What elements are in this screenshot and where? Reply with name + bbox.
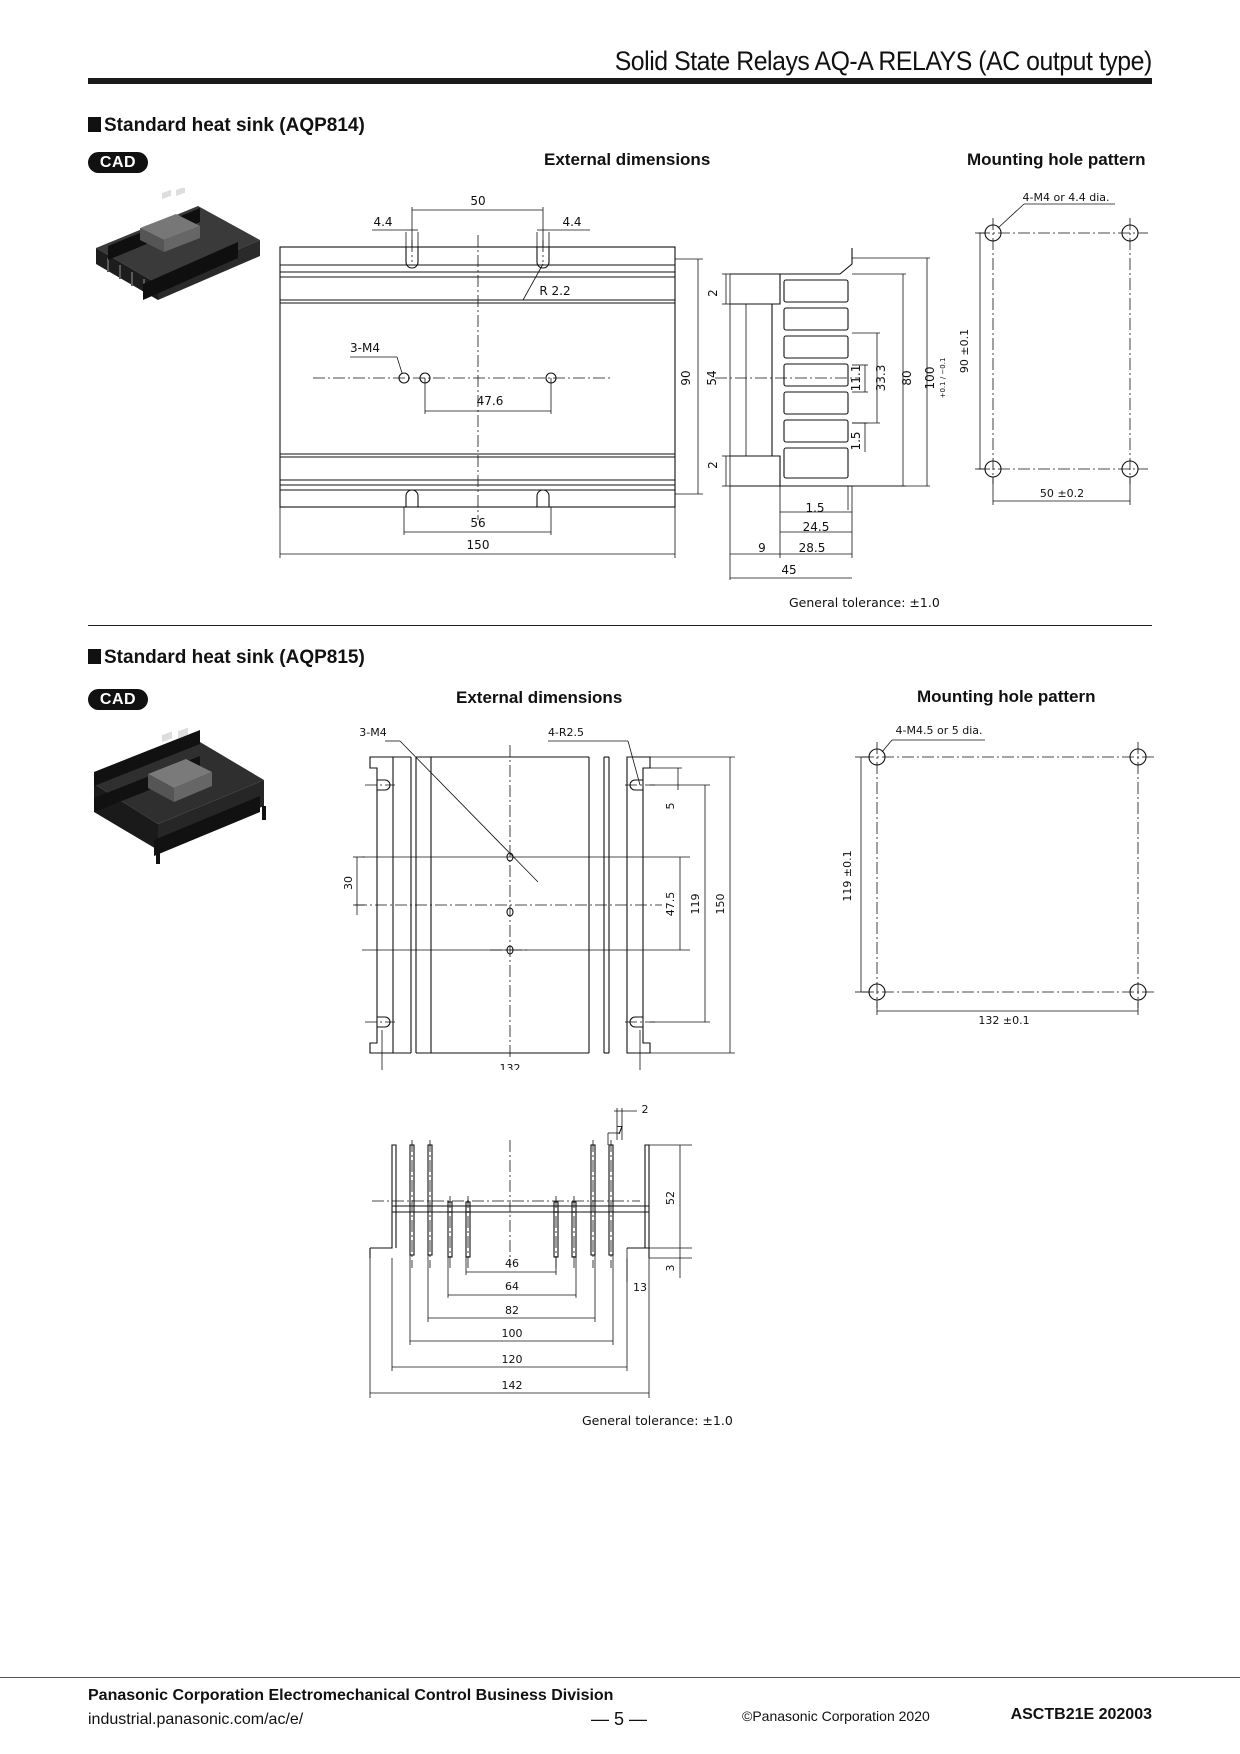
dim-90: 90	[679, 370, 693, 385]
footer-rule	[0, 1677, 1240, 1678]
dim-1-5: 1.5	[805, 501, 824, 515]
dim-30: 30	[342, 876, 355, 890]
dim-82: 82	[505, 1304, 519, 1317]
general-tolerance-aqp814: General tolerance: ±1.0	[789, 595, 940, 610]
dim-4-r2-5: 4-R2.5	[548, 726, 584, 739]
cad-badge-aqp815[interactable]: CAD	[88, 689, 148, 710]
dim-150: 150	[467, 538, 490, 552]
dim-100-aqp815: 100	[502, 1327, 523, 1340]
mounting-height-aqp815: 119 ±0.1	[841, 850, 854, 901]
page-number: — 5 —	[591, 1709, 648, 1729]
dim-54: 54	[705, 370, 719, 385]
mounting-hole-title-aqp815: Mounting hole pattern	[917, 687, 1096, 706]
dim-33-3: 33.3	[874, 365, 888, 392]
section-title-aqp815: Standard heat sink (AQP815)	[88, 647, 365, 669]
dim-2-bottom: 2	[706, 461, 720, 469]
footer-company: Panasonic Corporation Electromechanical …	[88, 1687, 614, 1704]
header-rule	[88, 78, 1152, 84]
mounting-holes-label-aqp814: 4-M4 or 4.4 dia.	[1023, 191, 1110, 204]
dim-7: 7	[617, 1124, 624, 1137]
footer-url[interactable]: industrial.panasonic.com/ac/e/	[88, 1711, 304, 1728]
section-title-text: Standard heat sink (AQP814)	[104, 115, 365, 136]
external-dimensions-title-aqp814: External dimensions	[544, 150, 711, 169]
dim-119: 119	[689, 894, 702, 915]
page-header-title: Solid State Relays AQ-A RELAYS (AC outpu…	[614, 46, 1153, 76]
dim-56: 56	[470, 516, 485, 530]
dim-3-m4-aqp815: 3-M4	[359, 726, 386, 739]
dim-52: 52	[664, 1191, 677, 1205]
dim-3: 3	[664, 1265, 677, 1272]
dim-50: 50	[470, 194, 485, 208]
footer-doc-code: ASCTB21E 202003	[1010, 1706, 1152, 1723]
dim-4-4-left: 4.4	[373, 215, 392, 229]
mounting-hole-drawing-aqp814: 4-M4 or 4.4 dia. 90 ±0.1 50 ±0.2	[958, 191, 1148, 505]
dim-2-top: 2	[706, 289, 720, 297]
dim-24-5: 24.5	[803, 520, 830, 534]
dim-132: 132	[500, 1062, 521, 1070]
dim-13: 13	[633, 1281, 647, 1294]
dim-150-aqp815: 150	[714, 894, 727, 915]
mounting-width-aqp814: 50 ±0.2	[1040, 487, 1084, 500]
external-dimensions-title-aqp815: External dimensions	[456, 688, 623, 707]
dim-80: 80	[900, 370, 914, 385]
section-title-aqp814: Standard heat sink (AQP814)	[88, 115, 365, 137]
section-bullet-icon	[88, 117, 101, 132]
dim-46: 46	[505, 1257, 519, 1270]
dim-2-aqp815: 2	[642, 1103, 649, 1116]
dim-5: 5	[664, 803, 677, 810]
dim-9: 9	[758, 541, 766, 555]
section-bullet-icon	[88, 649, 101, 664]
heat-sink-photo-icon	[94, 727, 266, 864]
dim-47-5: 47.5	[664, 892, 677, 917]
general-tolerance-aqp815: General tolerance: ±1.0	[582, 1413, 733, 1428]
dim-120: 120	[502, 1353, 523, 1366]
dim-47-6: 47.6	[477, 394, 504, 408]
section-separator	[88, 625, 1152, 626]
dim-4-4-right: 4.4	[562, 215, 581, 229]
mounting-width-aqp815: 132 ±0.1	[978, 1014, 1029, 1027]
section-title-text: Standard heat sink (AQP815)	[104, 647, 365, 668]
mounting-hole-drawing-aqp815: 4-M4.5 or 5 dia. 119 ±0.1 132 ±0.1	[841, 724, 1156, 1027]
mounting-height-aqp814: 90 ±0.1	[958, 329, 971, 373]
dim-64: 64	[505, 1280, 519, 1293]
external-dimensions-drawing-aqp814: 50 4.4 4.4 R 2.2 3-M4 47.6 56 150 90	[279, 194, 947, 580]
dim-11-1: 11.1	[849, 365, 863, 392]
dim-r2-2: R 2.2	[539, 284, 570, 298]
dim-100-tolerance: +0.1 / −0.1	[939, 358, 947, 399]
end-view-drawing-aqp815: 2 7 52 3 13 46 64 82 100 120 142	[369, 1103, 692, 1398]
footer-copyright: ©Panasonic Corporation 2020	[742, 1708, 930, 1724]
dim-28-5: 28.5	[799, 541, 826, 555]
dim-142: 142	[502, 1379, 523, 1392]
dim-3-m4: 3-M4	[350, 341, 380, 355]
dim-45: 45	[781, 563, 796, 577]
external-dimensions-drawing-aqp815: 3-M4 4-R2.5 5 30 47.5 119 150 132	[342, 726, 735, 1070]
dim-1-5-vertical: 1.5	[849, 431, 863, 450]
heat-sink-photo-icon	[96, 188, 260, 300]
mounting-holes-label-aqp815: 4-M4.5 or 5 dia.	[896, 724, 983, 737]
dim-100: 100	[923, 367, 937, 390]
mounting-hole-title-aqp814: Mounting hole pattern	[967, 150, 1146, 169]
cad-badge-aqp814[interactable]: CAD	[88, 152, 148, 173]
